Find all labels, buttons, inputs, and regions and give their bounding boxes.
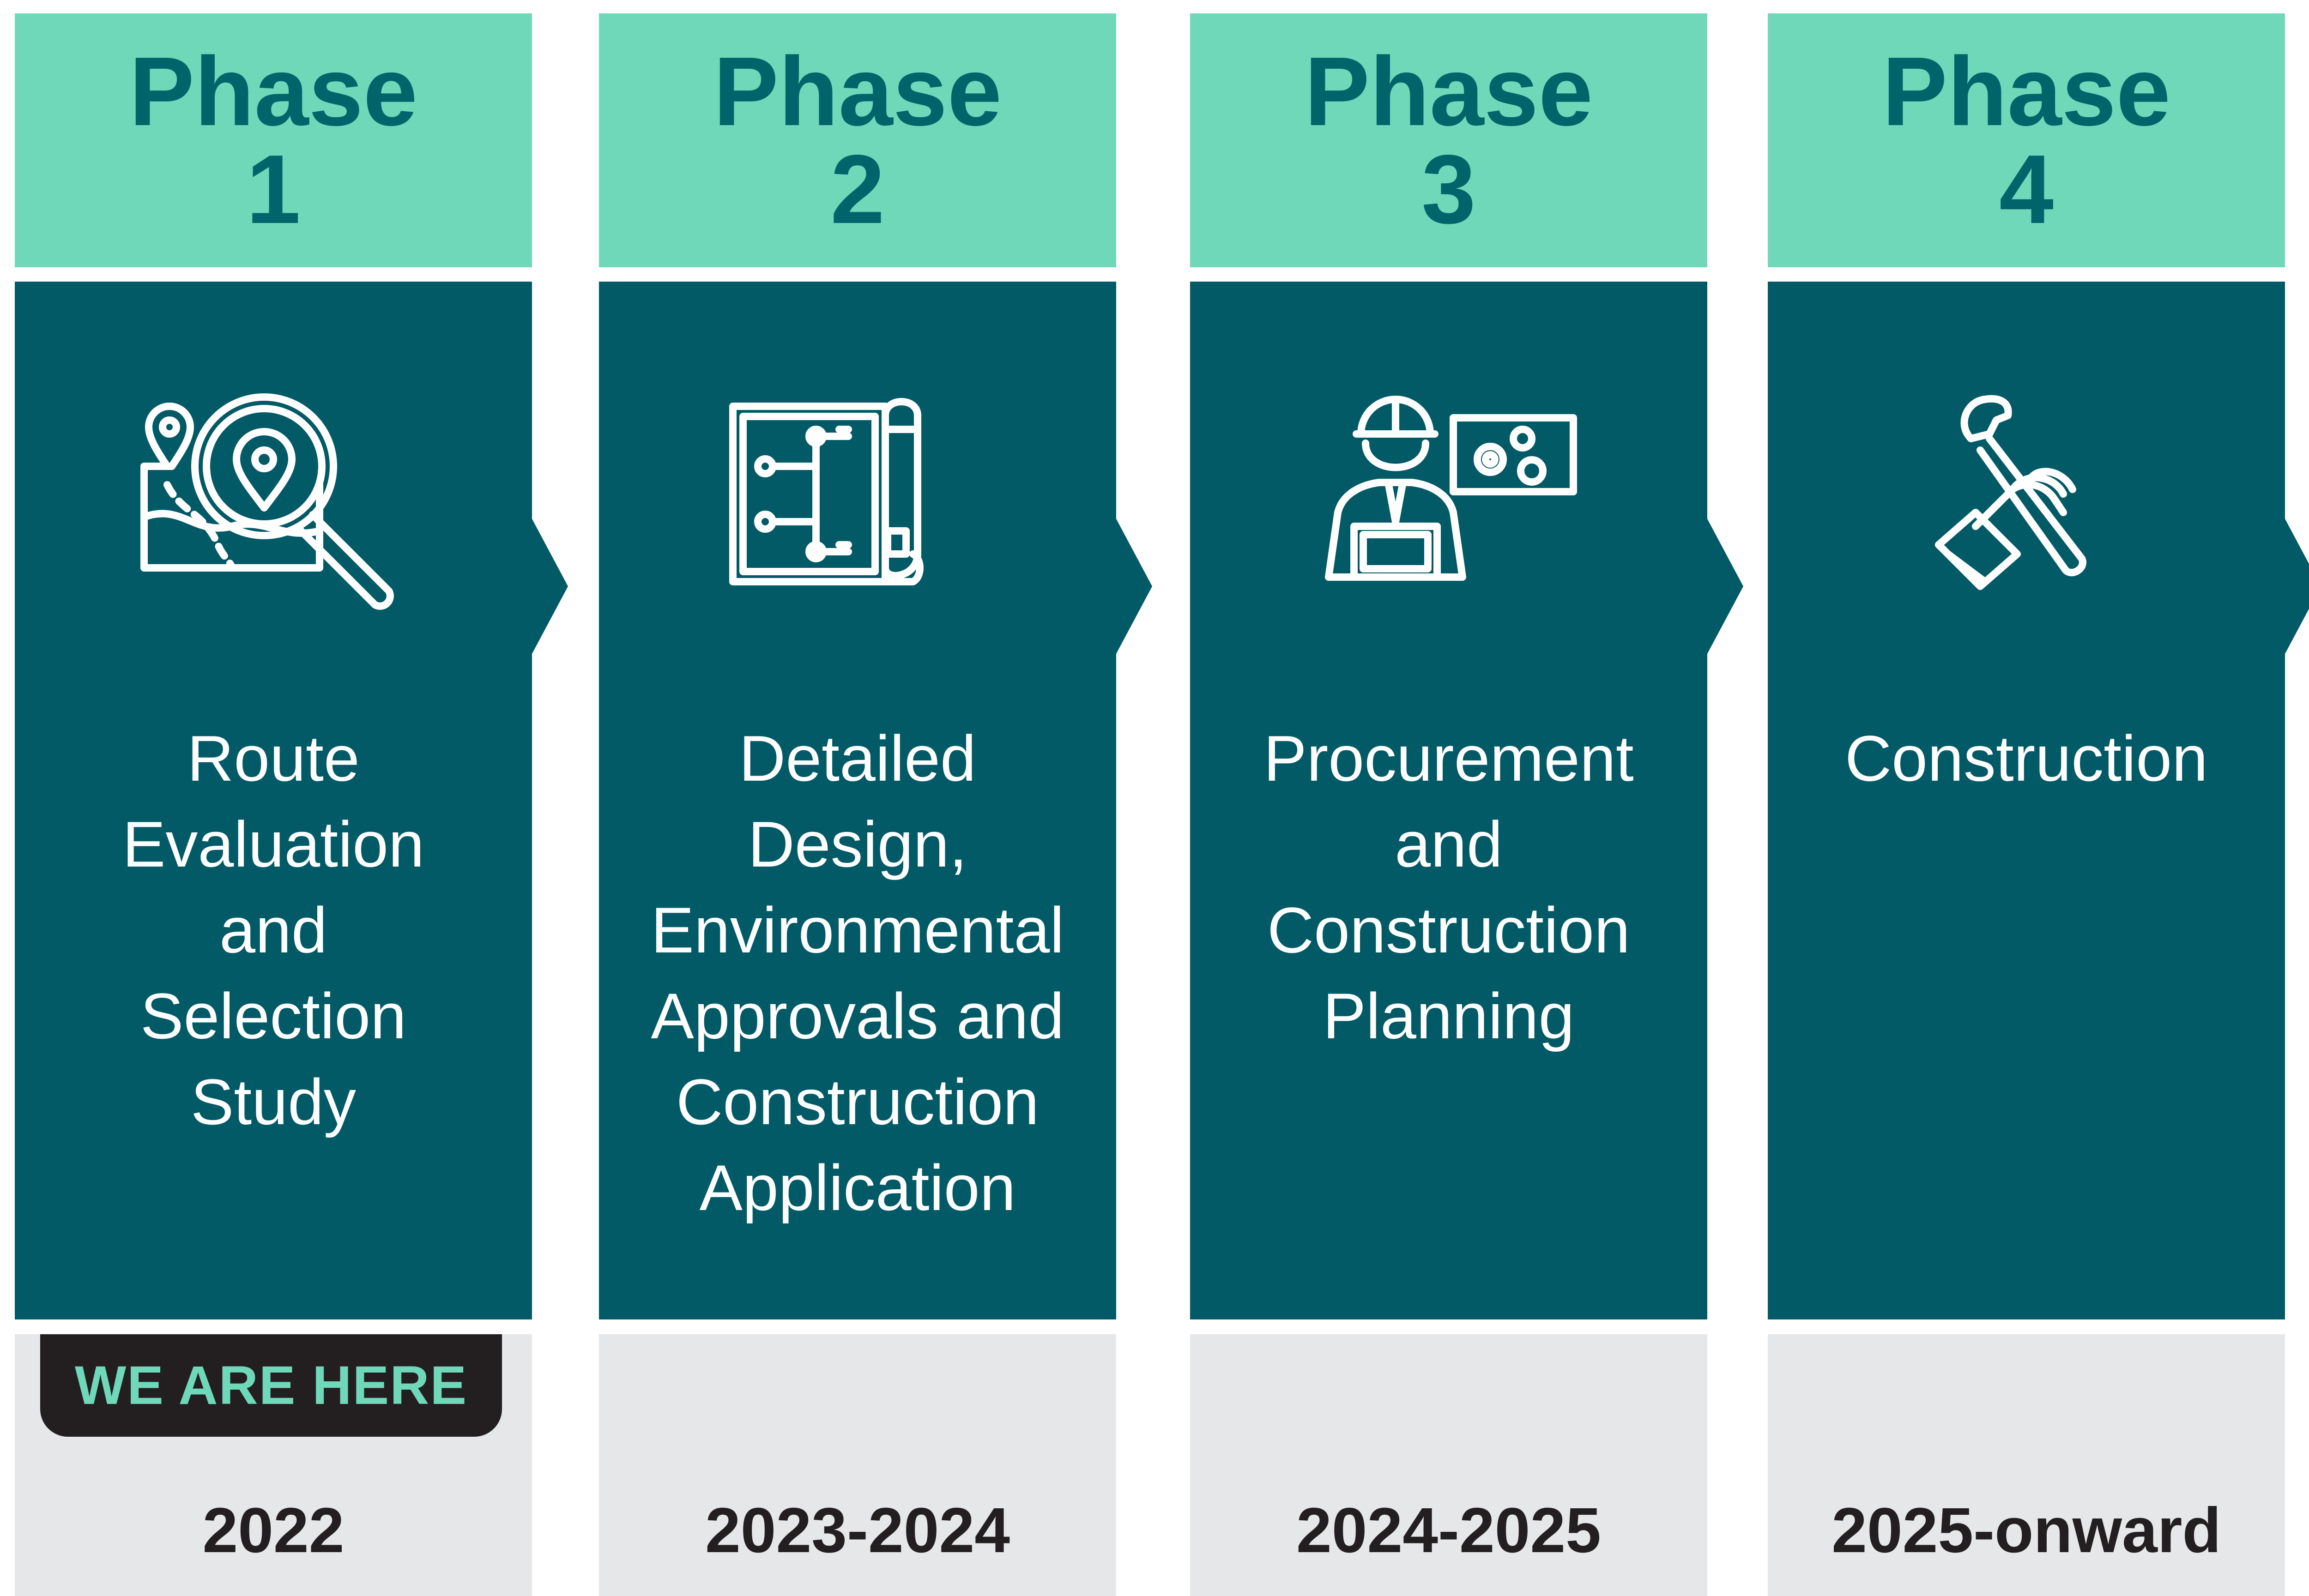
phase-footer — [1768, 1334, 2285, 1596]
phase-number: 1 — [246, 134, 301, 244]
phase-number: 3 — [1421, 134, 1476, 244]
phase-year: 2023-2024 — [705, 1495, 1010, 1566]
phase-label: Phase — [1882, 36, 2171, 146]
phase-column-2: Phase 2 Detailed D — [599, 0, 1152, 1596]
we-are-here-badge: WE ARE HERE — [40, 1334, 502, 1437]
description-line: Evaluation — [122, 808, 424, 880]
phase-description: Construction — [1768, 716, 2285, 801]
chevron-arrow — [531, 517, 568, 656]
blueprint-icon — [710, 374, 1005, 669]
description-line: Selection — [140, 980, 406, 1052]
description-line: and — [219, 894, 327, 966]
phase-body: Detailed Design, Environmental Approvals… — [599, 282, 1152, 1319]
description-line: Construction — [1845, 722, 2208, 795]
description-line: Approvals and — [651, 980, 1064, 1052]
phase-column-1: Phase 1 Route Evaluation and Sele — [15, 0, 568, 1596]
phase-description: Route Evaluation and Selection Study — [15, 716, 532, 1145]
description-line: Detailed — [739, 722, 976, 795]
phase-year: 2024-2025 — [1296, 1495, 1601, 1566]
phase-number: 4 — [1999, 134, 2054, 244]
phase-column-3: Phase 3 Procurement and — [1190, 0, 1743, 1596]
phase-footer — [1190, 1334, 1707, 1596]
phase-label: Phase — [129, 36, 418, 146]
phase-header: Phase 2 — [599, 13, 1116, 267]
chevron-arrow — [1706, 517, 1743, 656]
phase-label: Phase — [1304, 36, 1593, 146]
phase-footer — [599, 1334, 1116, 1596]
description-line: Construction — [676, 1066, 1039, 1138]
phase-year: 2022 — [202, 1495, 345, 1566]
phase-header: Phase 4 — [1768, 13, 2285, 267]
hand-wrench-icon — [1879, 374, 2174, 669]
description-line: Route — [187, 722, 360, 795]
description-line: Application — [699, 1151, 1016, 1224]
description-line: Design, — [748, 808, 967, 880]
engineer-laptop-icon — [1301, 374, 1596, 669]
description-line: Construction — [1267, 894, 1630, 966]
phase-header: Phase 3 — [1190, 13, 1707, 267]
chevron-arrow — [2284, 517, 2309, 656]
phase-label: Phase — [713, 36, 1002, 146]
phase-header: Phase 1 — [15, 13, 532, 267]
map-search-icon — [126, 374, 421, 669]
description-line: Procurement — [1263, 722, 1634, 795]
description-line: Environmental — [651, 894, 1064, 966]
phase-description: Procurement and Construction Planning — [1190, 716, 1707, 1059]
description-line: and — [1395, 808, 1503, 880]
phase-number: 2 — [830, 134, 885, 244]
phase-body: Procurement and Construction Planning — [1190, 282, 1743, 1319]
chevron-arrow — [1115, 517, 1152, 656]
phase-body: Construction — [1768, 282, 2309, 1319]
description-line: Study — [191, 1066, 356, 1138]
phase-year: 2025-onward — [1831, 1495, 2221, 1566]
phase-description: Detailed Design, Environmental Approvals… — [599, 716, 1116, 1231]
phase-column-4: Phase 4 Construction 2025-onward — [1768, 0, 2309, 1596]
phase-body: Route Evaluation and Selection Study — [15, 282, 568, 1319]
description-line: Planning — [1323, 980, 1575, 1052]
